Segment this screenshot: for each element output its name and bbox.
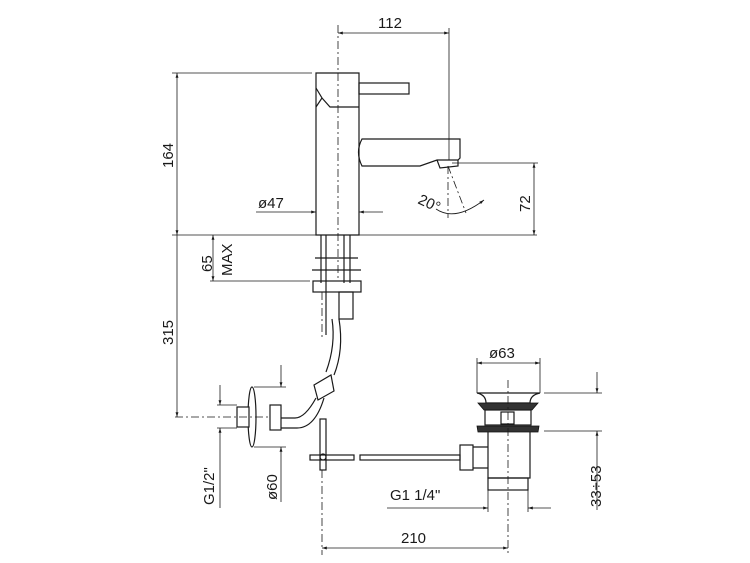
dimension-33-53: 33÷53 — [544, 372, 605, 510]
dim-210-label: 210 — [401, 530, 426, 547]
dim-315-label: 315 — [160, 320, 177, 345]
dim-63-label: ø63 — [489, 345, 515, 362]
dimension-72: 72 — [452, 162, 538, 235]
supply-hose — [175, 318, 342, 448]
dim-g114-label: G1 1/4" — [390, 487, 440, 504]
dimension-g114: G1 1/4" — [387, 487, 551, 512]
dimension-210: 210 — [322, 530, 508, 550]
faucet-body — [315, 25, 461, 280]
dimension-112: 112 — [338, 15, 450, 160]
dim-47-label: ø47 — [258, 195, 284, 212]
popup-drain — [476, 380, 541, 555]
dim-max-label: MAX — [219, 243, 236, 276]
dim-60-label: ø60 — [264, 474, 281, 500]
dimension-65-max: 65 MAX — [199, 235, 310, 282]
dimension-diameter-60: ø60 — [254, 365, 286, 502]
dim-20-label: 20° — [415, 191, 443, 216]
dimension-diameter-47: ø47 — [256, 195, 383, 214]
dim-72-label: 72 — [517, 195, 534, 212]
dim-164-label: 164 — [160, 143, 177, 168]
dim-33-53-label: 33÷53 — [588, 465, 605, 507]
popup-lever-rod — [309, 418, 488, 555]
dimension-315: 315 — [160, 235, 179, 417]
dimension-g12: G1/2" — [201, 385, 237, 508]
dimension-diameter-63: ø63 — [476, 345, 541, 393]
dim-65-label: 65 — [199, 255, 216, 272]
dim-g12-label: G1/2" — [201, 467, 218, 505]
mounting-shank — [312, 235, 362, 338]
dimension-164: 164 — [160, 72, 537, 236]
dim-112-label: 112 — [378, 15, 402, 32]
dimension-angle-20: 20° — [415, 165, 485, 218]
